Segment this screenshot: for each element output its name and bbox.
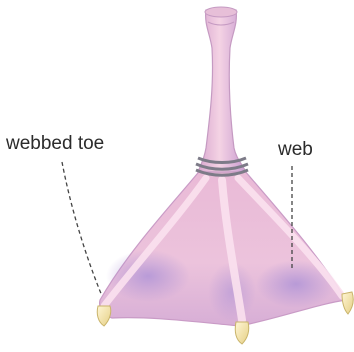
claw-left [97,306,111,326]
label-webbed-toe: webbed toe [6,134,104,153]
leader-line-webbed-toe [62,162,102,296]
label-web: web [278,140,313,159]
leg-top [205,7,237,17]
web-shadow-left [106,250,190,302]
claw-middle [235,322,249,344]
claw-right [342,292,353,314]
leg [198,10,246,172]
